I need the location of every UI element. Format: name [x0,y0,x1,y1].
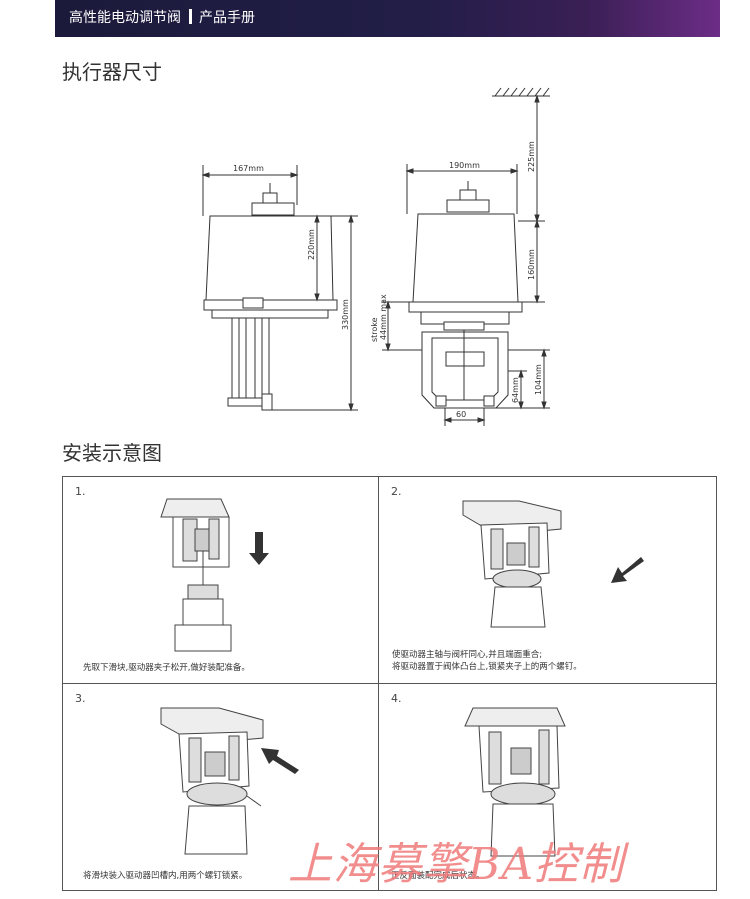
dim-height-body: 220mm [307,229,316,260]
step-3-illustration [160,707,299,855]
header-bar: 高性能电动调节阀 产品手册 [55,0,720,37]
header-separator [189,9,192,24]
install-step-3: 3. 将滑块装入驱动器凹槽内,用两个螺钉锁紧。 [63,684,379,890]
dim-height-total: 330mm [341,299,350,330]
step-caption: 正反面装配完成后状态。 [391,871,485,881]
dim-height-side: 160mm [527,249,536,280]
step-caption-line2: 将驱动器置于阀体凸台上,锁紧夹子上的两个螺钉。 [392,662,582,672]
arrow-down-icon [249,532,269,565]
step-number: 2. [391,485,402,498]
dim-height-64: 64mm [511,377,520,403]
step-caption: 将滑块装入驱动器凹槽内,用两个螺钉锁紧。 [83,871,248,881]
dim-width-side: 190mm [449,161,480,170]
step-number: 3. [75,692,86,705]
dim-stroke-max: 44mm max [379,294,388,340]
header-title: 高性能电动调节阀 [69,10,181,26]
install-title: 安装示意图 [62,441,162,465]
side-view-drawing [382,87,550,426]
step-number: 4. [391,692,402,705]
arrow-left-icon [611,557,644,583]
install-step-4: 4. 正反面装配完成后状态。 [379,684,716,890]
dimension-drawings: 167mm 190mm 220mm 330mm 225mm 160mm stro… [201,87,550,426]
dim-clearance-top: 225mm [527,141,536,172]
step-4-illustration [464,707,566,857]
dimensions-title: 执行器尺寸 [62,60,162,84]
step-1-illustration [160,498,269,652]
step-caption: 先取下滑块,驱动器夹子松开,做好装配准备。 [83,663,250,673]
header-subtitle: 产品手册 [199,10,255,26]
install-step-2: 2. 使驱动器主轴与阀杆同心,并且端面重合; 将驱动器置于阀体凸台上,锁紧夹子上… [379,477,716,684]
dim-height-104: 104mm [534,364,543,395]
step-number: 1. [75,485,86,498]
dim-stroke: stroke [370,317,379,342]
install-steps-grid: 1. 先取下滑块,驱动器夹子松开,做好装配准备。 2. [62,476,717,891]
step-2-illustration [462,500,644,628]
dim-width-front: 167mm [233,164,264,173]
watermark-text: 上海募擎BA控制 [288,839,625,890]
step-caption-line1: 使驱动器主轴与阀杆同心,并且端面重合; [392,650,543,660]
arrow-left-icon [261,748,299,774]
dim-width-60: 60 [456,410,466,419]
front-view-drawing [201,165,358,412]
install-step-1: 1. 先取下滑块,驱动器夹子松开,做好装配准备。 [63,477,379,684]
